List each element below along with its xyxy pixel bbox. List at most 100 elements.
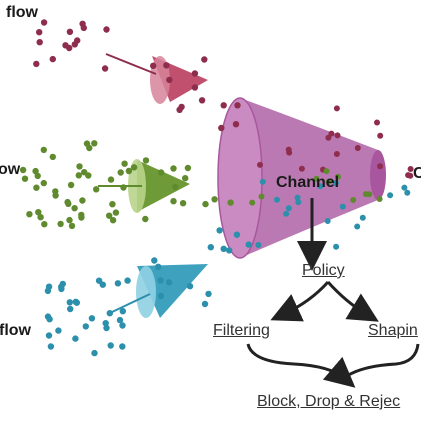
particle-dot [233, 231, 241, 238]
particle-dot [114, 280, 122, 287]
particle-dot [155, 263, 162, 270]
particle-dot [205, 290, 212, 298]
particle-dot [102, 320, 109, 327]
particle-dot [387, 192, 394, 199]
particle-dot [125, 167, 133, 175]
particle-dot [33, 184, 40, 191]
particle-dot [71, 205, 78, 212]
particle-dot [328, 130, 335, 137]
particle-dot [376, 196, 383, 202]
particle-dot [41, 221, 48, 228]
particle-dot [130, 164, 138, 171]
bottom-flow-arrow [111, 293, 151, 313]
policy-tree-arrows [246, 198, 420, 388]
particle-dot [324, 218, 331, 224]
particle-dot [295, 199, 302, 206]
particle-dot [150, 62, 157, 69]
particle-dot [220, 245, 227, 252]
particle-dot [232, 121, 240, 128]
particle-dot [19, 166, 27, 174]
particle-dot [37, 214, 44, 221]
top-flow-label: flow [6, 4, 38, 21]
particle-dot [226, 247, 233, 254]
middle-flow-particles [19, 140, 234, 230]
bottom-flow-label: flow [0, 322, 31, 339]
channel-funnel [217, 97, 386, 259]
particle-dot [313, 175, 320, 182]
particle-dot [332, 180, 339, 186]
result-label: Block, Drop & Rejec [257, 393, 401, 410]
particle-dot [165, 279, 173, 286]
particle-dot [191, 70, 199, 77]
particle-dot [80, 24, 88, 32]
particle-dot [335, 173, 341, 180]
particle-dot [72, 298, 80, 305]
particle-dot [182, 175, 189, 182]
particle-dot [323, 168, 330, 175]
filtering-label: Filtering [213, 322, 270, 339]
particle-dot [119, 322, 126, 329]
particle-dot [283, 210, 290, 217]
particle-dot [66, 28, 74, 35]
particle-dot [176, 106, 183, 114]
particle-dot [333, 105, 340, 112]
particle-dot [101, 65, 109, 72]
particle-dot [103, 324, 110, 332]
particle-dot [333, 243, 340, 250]
particle-dot [35, 209, 42, 216]
particle-dot [333, 151, 340, 157]
particle-dot [245, 241, 252, 248]
particle-dot [109, 217, 117, 224]
particle-dot [172, 183, 179, 191]
particle-dot [166, 76, 173, 84]
particle-dot [218, 124, 225, 132]
particle-dot [58, 285, 65, 293]
top-flow-particles [33, 19, 241, 132]
particle-dot [191, 84, 199, 91]
particle-dot [52, 188, 59, 195]
particle-dot [211, 196, 218, 203]
particle-dot [186, 283, 194, 290]
particle-dot [72, 335, 79, 342]
particle-dot [325, 134, 332, 141]
particle-dot [234, 102, 241, 109]
particle-dot [401, 184, 408, 191]
particle-dot [67, 305, 74, 313]
particle-dot [66, 299, 74, 306]
top-flow-arrow [105, 53, 157, 75]
particle-dot [285, 146, 292, 153]
particle-dot [407, 172, 414, 179]
particle-dot [339, 203, 346, 210]
particle-dot [207, 244, 214, 251]
particle-dot [377, 163, 384, 170]
particle-dot [82, 323, 90, 330]
particle-dot [294, 194, 301, 201]
particle-dot [285, 205, 292, 212]
particle-dot [26, 211, 33, 218]
particle-dot [259, 178, 266, 185]
particle-dot [76, 163, 83, 170]
particle-dot [142, 215, 149, 223]
particle-dot [45, 332, 53, 339]
particle-dot [117, 169, 124, 176]
particle-dot [198, 97, 206, 104]
particle-dot [62, 42, 69, 49]
particle-dot [220, 102, 227, 109]
particle-dot [33, 60, 40, 68]
particle-dot [49, 153, 56, 161]
particle-dot [86, 144, 93, 152]
particle-dot [119, 308, 127, 315]
particle-dot [202, 200, 209, 208]
particle-dot [249, 199, 256, 206]
particle-dot [404, 189, 411, 196]
particle-dot [157, 169, 165, 176]
particle-dot [142, 157, 150, 164]
policy-label: Policy [302, 262, 345, 279]
particle-dot [116, 316, 124, 324]
particle-dot [55, 327, 62, 334]
particle-dot [325, 178, 332, 185]
particle-dot [93, 186, 100, 193]
particle-dot [227, 199, 234, 206]
